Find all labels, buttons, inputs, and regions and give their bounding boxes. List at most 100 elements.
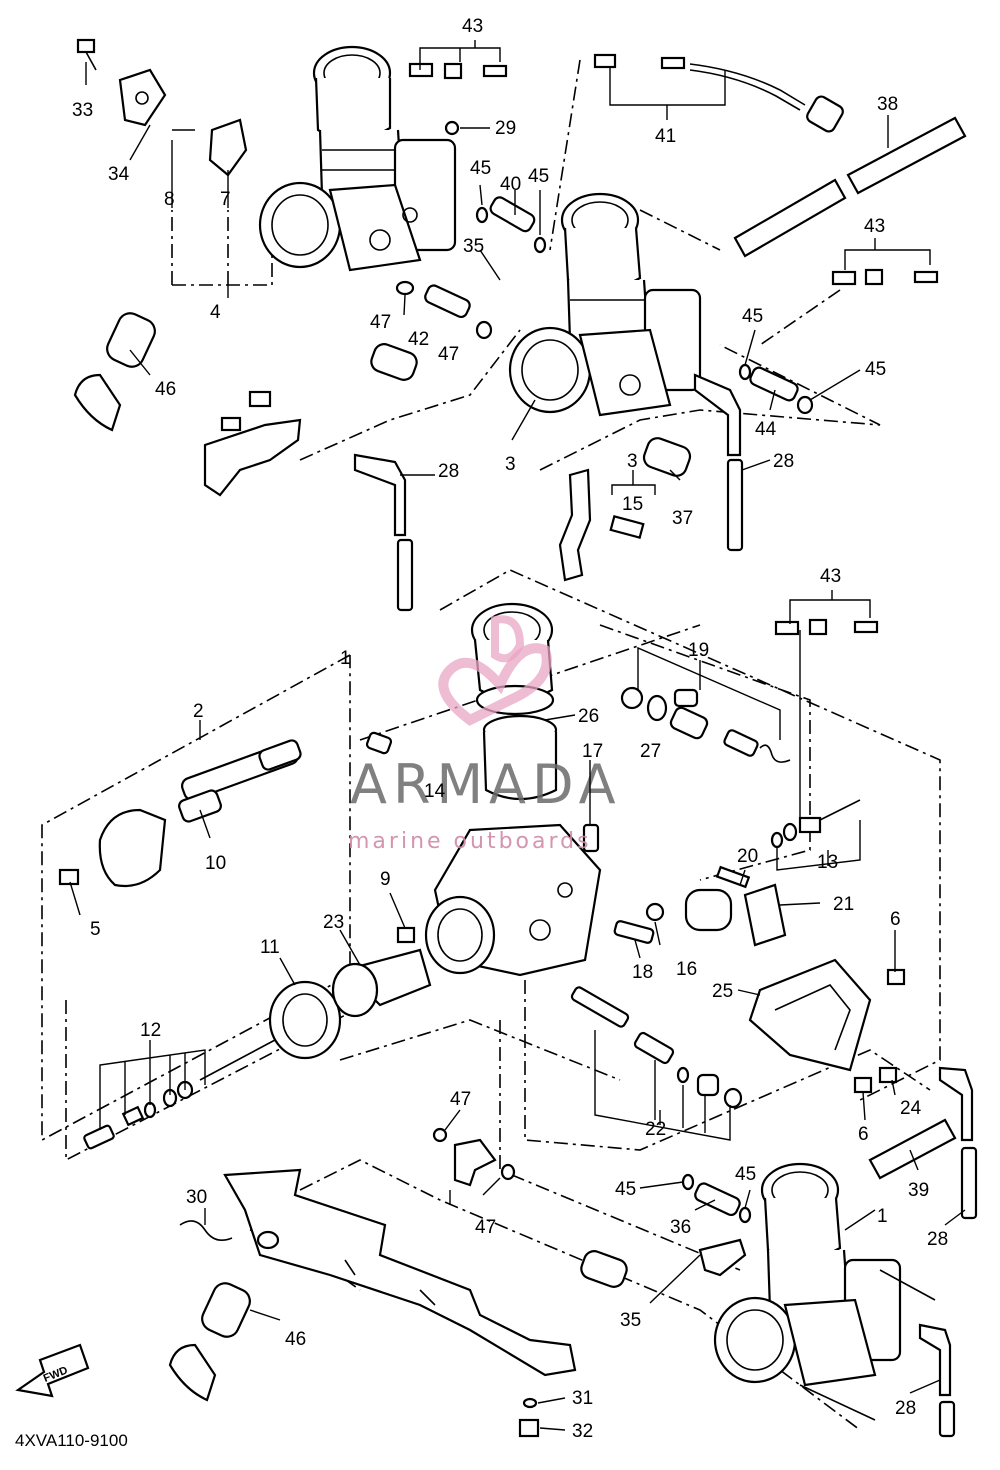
callout-21: 21 bbox=[833, 894, 854, 915]
callout-10: 10 bbox=[205, 853, 226, 874]
diagram-code: 4XVA110-9100 bbox=[15, 1431, 128, 1450]
fittings-upper bbox=[370, 120, 547, 381]
callout-leaders bbox=[69, 40, 966, 1431]
callout-47-d: 47 bbox=[475, 1217, 496, 1238]
carburetor-upper-right bbox=[508, 192, 702, 417]
callout-33: 33 bbox=[72, 100, 93, 121]
jet-needle-set-12 bbox=[83, 1080, 194, 1150]
callout-43-mid: 43 bbox=[864, 216, 885, 237]
callout-labels: 33 34 8 7 4 43 29 41 38 43 45 40 45 35 4… bbox=[72, 16, 948, 1442]
fuel-hose-38 bbox=[733, 116, 967, 258]
callout-9: 9 bbox=[380, 869, 391, 890]
vent-hose-46-lower bbox=[168, 1282, 251, 1402]
callout-46-top: 46 bbox=[155, 379, 176, 400]
callout-24: 24 bbox=[900, 1098, 922, 1119]
callout-43-lower: 43 bbox=[820, 566, 841, 587]
callout-14: 14 bbox=[424, 781, 446, 802]
callout-2: 2 bbox=[193, 701, 204, 722]
callout-4: 4 bbox=[210, 302, 221, 323]
carburetor-lower-right bbox=[713, 1162, 936, 1421]
callout-36: 36 bbox=[670, 1217, 691, 1238]
callout-18: 18 bbox=[632, 962, 653, 983]
watermark-tagline: marine outboards bbox=[348, 829, 592, 854]
callout-37: 37 bbox=[672, 508, 693, 529]
watermark: ARMADA marine outboards bbox=[348, 615, 622, 854]
callout-6-b: 6 bbox=[858, 1124, 869, 1145]
callout-28-a: 28 bbox=[438, 461, 459, 482]
callout-17: 17 bbox=[582, 741, 603, 762]
callout-12: 12 bbox=[140, 1020, 161, 1041]
callout-41: 41 bbox=[655, 126, 676, 147]
watermark-brand: ARMADA bbox=[350, 753, 622, 816]
link-plate-lower bbox=[179, 1168, 577, 1438]
callout-45-e: 45 bbox=[615, 1179, 636, 1200]
callout-3-a: 3 bbox=[505, 454, 516, 475]
callout-22: 22 bbox=[645, 1119, 666, 1140]
vacuum-hose-28-top bbox=[353, 453, 414, 612]
callout-6-a: 6 bbox=[890, 909, 901, 930]
piston-valve-11-23 bbox=[199, 948, 432, 1081]
pilot-screws-43-top bbox=[408, 62, 508, 80]
callout-45-f: 45 bbox=[735, 1164, 756, 1185]
callout-30: 30 bbox=[186, 1187, 207, 1208]
callout-39: 39 bbox=[908, 1180, 929, 1201]
throttle-cable-41 bbox=[593, 53, 844, 133]
callout-46-lower: 46 bbox=[285, 1329, 306, 1350]
throttle-bracket-upper bbox=[76, 38, 248, 177]
callout-1: 1 bbox=[877, 1206, 888, 1227]
callout-45-b: 45 bbox=[528, 166, 549, 187]
callout-45-d: 45 bbox=[865, 359, 886, 380]
callout-20: 20 bbox=[737, 846, 758, 867]
fuel-hose-39 bbox=[868, 1118, 957, 1180]
callout-16: 16 bbox=[676, 959, 697, 980]
callout-32: 32 bbox=[572, 1421, 593, 1442]
pilot-screws-43-mid bbox=[831, 268, 939, 286]
callout-35-lower: 35 bbox=[620, 1310, 641, 1331]
screw-set-13 bbox=[770, 799, 861, 849]
pilot-screws-43-lower bbox=[774, 618, 879, 636]
callout-43-top: 43 bbox=[462, 16, 483, 37]
needle-jet-parts-19-27 bbox=[620, 686, 791, 763]
callout-19: 19 bbox=[688, 640, 709, 661]
callout-8: 8 bbox=[164, 189, 175, 210]
callout-3-b: 3 bbox=[627, 451, 638, 472]
vacuum-hose-28-right bbox=[693, 373, 744, 552]
callout-45-c: 45 bbox=[742, 306, 763, 327]
joint-44 bbox=[738, 363, 814, 415]
carburetor-upper-left bbox=[258, 45, 457, 272]
joint-36-lower bbox=[580, 1173, 752, 1288]
callout-29: 29 bbox=[495, 118, 516, 139]
callout-28-d: 28 bbox=[895, 1398, 916, 1419]
callout-23: 23 bbox=[323, 912, 344, 933]
callout-5: 5 bbox=[90, 919, 101, 940]
tee-joint-47-lower bbox=[432, 1127, 516, 1187]
callout-38: 38 bbox=[877, 94, 898, 115]
fwd-arrow: FWD bbox=[15, 1343, 90, 1398]
callout-40: 40 bbox=[500, 174, 521, 195]
diaphragm-cover-2 bbox=[58, 739, 302, 888]
callout-1-top: 1 bbox=[340, 648, 351, 669]
vacuum-hose-28-lower bbox=[918, 1066, 978, 1438]
callout-11: 11 bbox=[260, 937, 280, 958]
float-bowl-25 bbox=[684, 865, 906, 1094]
vent-hose-46-top bbox=[73, 312, 156, 432]
callout-42: 42 bbox=[408, 329, 429, 350]
callout-31: 31 bbox=[572, 1388, 593, 1409]
callout-28-c: 28 bbox=[927, 1229, 948, 1250]
callout-27: 27 bbox=[640, 741, 661, 762]
link-bracket-upper bbox=[203, 390, 302, 497]
small-parts-center bbox=[365, 731, 665, 944]
callout-44: 44 bbox=[755, 419, 777, 440]
callout-34: 34 bbox=[108, 164, 130, 185]
callout-26: 26 bbox=[578, 706, 599, 727]
callout-7: 7 bbox=[220, 189, 231, 210]
watermark-logo bbox=[438, 615, 552, 726]
callout-45-a: 45 bbox=[470, 158, 491, 179]
main-jet-parts-22 bbox=[570, 986, 743, 1109]
callout-13: 13 bbox=[817, 852, 838, 873]
callout-15: 15 bbox=[622, 494, 643, 515]
callout-47-c: 47 bbox=[450, 1089, 471, 1110]
callout-35-top: 35 bbox=[463, 236, 484, 257]
callout-47-b: 47 bbox=[438, 344, 459, 365]
